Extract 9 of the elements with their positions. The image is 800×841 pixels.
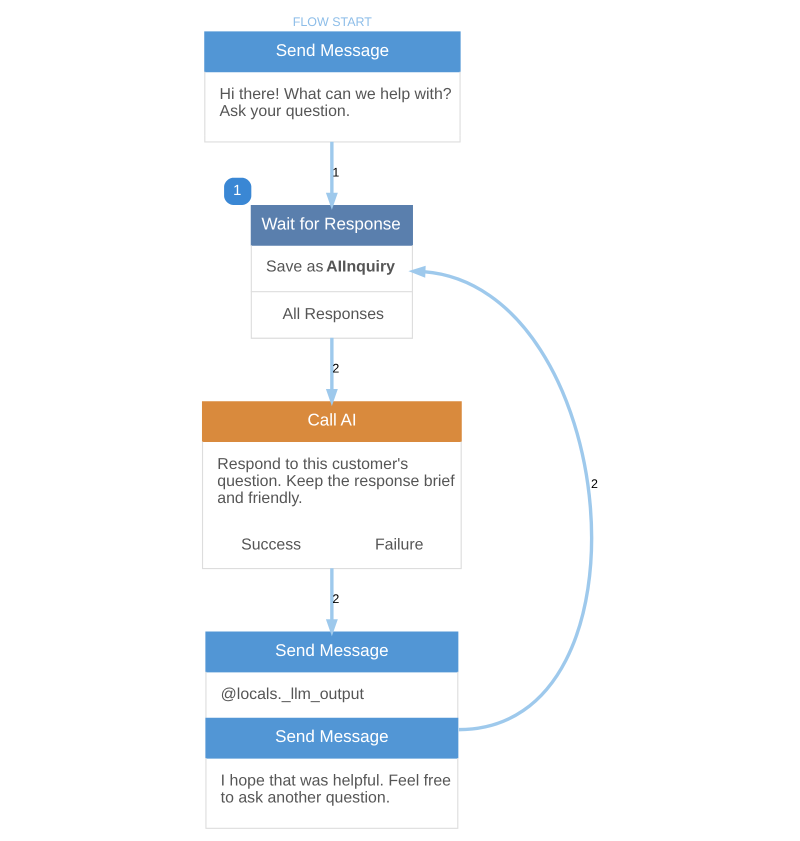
edge-label: 1 — [332, 165, 339, 180]
arrow — [325, 142, 338, 210]
arrow — [325, 568, 338, 636]
edge-label: 2 — [590, 476, 598, 491]
node-label: FLOW START — [292, 15, 372, 30]
edge-label: 2 — [332, 592, 339, 606]
arrow — [408, 266, 592, 732]
edge-label: 2 — [332, 362, 339, 376]
arrow — [325, 338, 338, 406]
